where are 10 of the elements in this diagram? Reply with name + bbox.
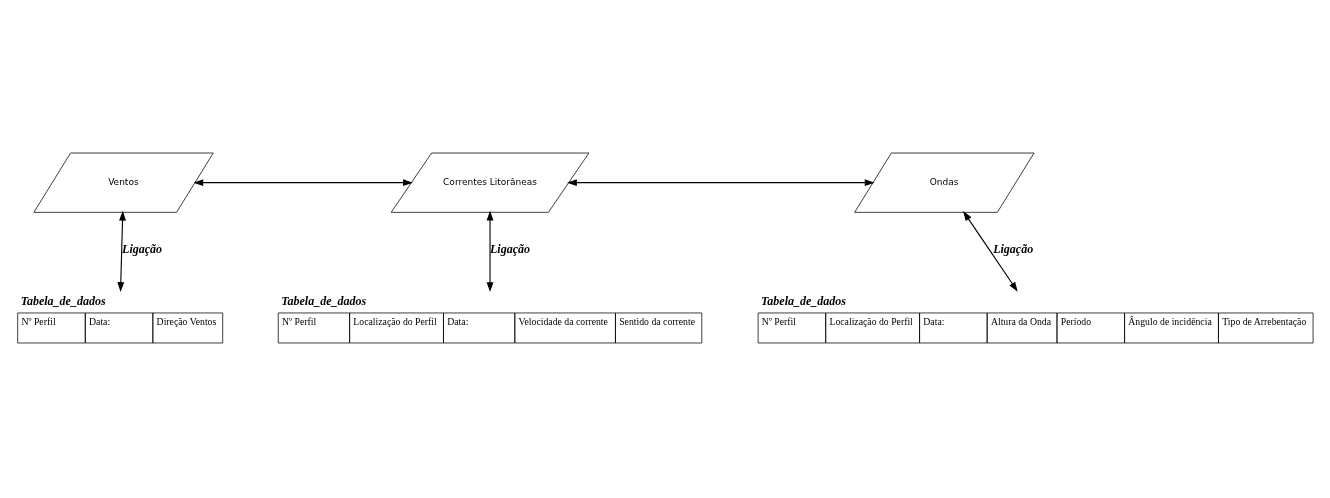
node-label: Tabela_de_dados	[281, 293, 367, 308]
arrow	[486, 210, 494, 292]
node-label: Tabela_de_dados	[20, 293, 106, 308]
arrow	[117, 210, 126, 292]
arrow	[567, 178, 875, 186]
edge-label: Ligação	[122, 241, 163, 256]
node-label: Tabela_de_dados	[761, 293, 847, 308]
arrow	[193, 178, 413, 186]
arrow	[963, 210, 1018, 292]
edge-label: Ligação	[993, 241, 1034, 256]
